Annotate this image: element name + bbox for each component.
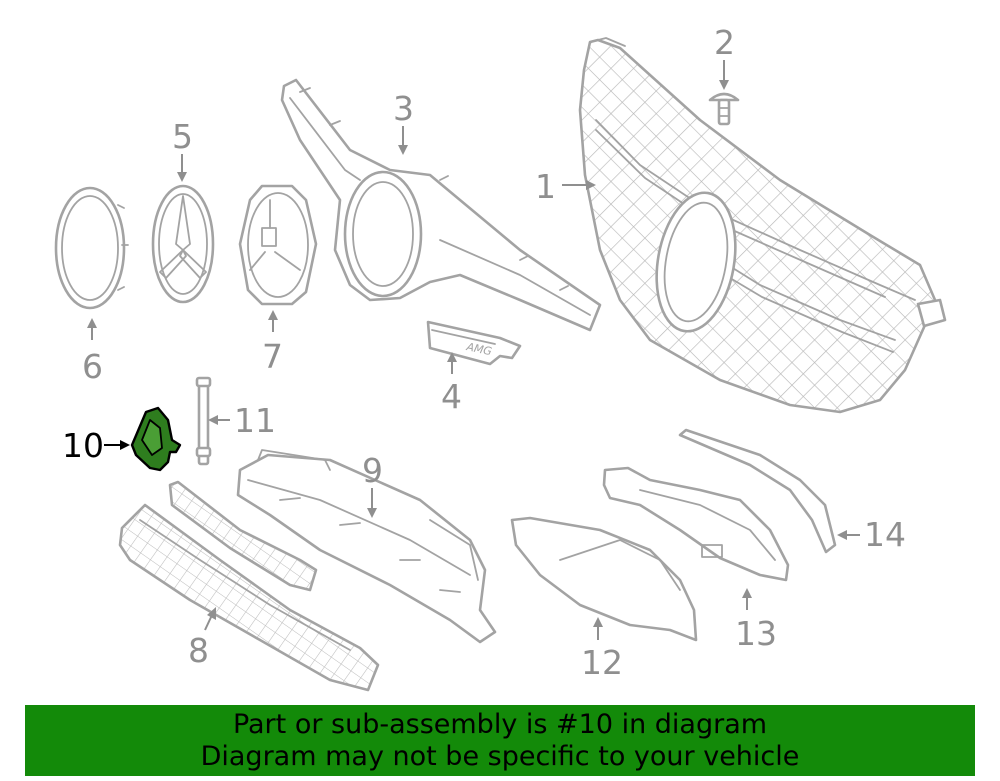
part-11-rod bbox=[195, 376, 212, 466]
part-13-panel bbox=[602, 466, 790, 582]
part-14-trim-strip bbox=[678, 428, 837, 554]
callout-13: 13 bbox=[735, 588, 777, 653]
callout-14: 14 bbox=[837, 515, 906, 554]
callout-3: 3 bbox=[393, 89, 414, 155]
callout-13-label: 13 bbox=[735, 614, 777, 653]
part-5-star-emblem bbox=[151, 184, 215, 304]
callout-12-label: 12 bbox=[581, 643, 623, 682]
callout-8: 8 bbox=[188, 607, 216, 670]
callout-1: 1 bbox=[535, 167, 596, 206]
callout-5: 5 bbox=[172, 117, 193, 182]
part-6-ring bbox=[54, 186, 129, 310]
callout-4: 4 bbox=[441, 352, 462, 416]
part-4-amg-emblem: AMG bbox=[426, 320, 522, 366]
callout-11-label: 11 bbox=[234, 401, 276, 440]
callout-1-label: 1 bbox=[535, 167, 556, 206]
callout-12: 12 bbox=[581, 617, 623, 682]
callout-3-label: 3 bbox=[393, 89, 414, 128]
part-8-lower-mesh bbox=[118, 480, 380, 692]
banner-line-2: Diagram may not be specific to your vehi… bbox=[200, 741, 800, 772]
info-banner: Part or sub-assembly is #10 in diagram D… bbox=[25, 705, 975, 776]
callout-4-label: 4 bbox=[441, 377, 462, 416]
part-1-grille bbox=[578, 37, 947, 414]
callout-5-label: 5 bbox=[172, 117, 193, 156]
callout-10-label: 10 bbox=[62, 426, 104, 465]
callout-14-label: 14 bbox=[864, 515, 906, 554]
callout-6: 6 bbox=[82, 318, 103, 386]
part-2-clip bbox=[708, 92, 740, 126]
part-7-emblem-housing bbox=[238, 184, 318, 306]
part-9-bracket bbox=[236, 449, 497, 644]
callout-7-label: 7 bbox=[262, 337, 283, 376]
callout-2: 2 bbox=[714, 23, 735, 90]
part-12-lower-panel bbox=[510, 516, 698, 642]
callout-10: 10 bbox=[62, 426, 130, 465]
part-10-highlighted bbox=[130, 406, 182, 472]
callout-11: 11 bbox=[208, 401, 276, 440]
callout-9: 9 bbox=[362, 451, 383, 518]
callout-8-label: 8 bbox=[188, 631, 209, 670]
banner-line-1: Part or sub-assembly is #10 in diagram bbox=[232, 709, 768, 740]
callout-7: 7 bbox=[262, 310, 283, 376]
callout-2-label: 2 bbox=[714, 23, 735, 62]
amg-emblem-text: AMG bbox=[464, 340, 493, 358]
callout-9-label: 9 bbox=[362, 451, 383, 490]
part-3-grille-bar bbox=[280, 78, 602, 332]
callout-6-label: 6 bbox=[82, 347, 103, 386]
